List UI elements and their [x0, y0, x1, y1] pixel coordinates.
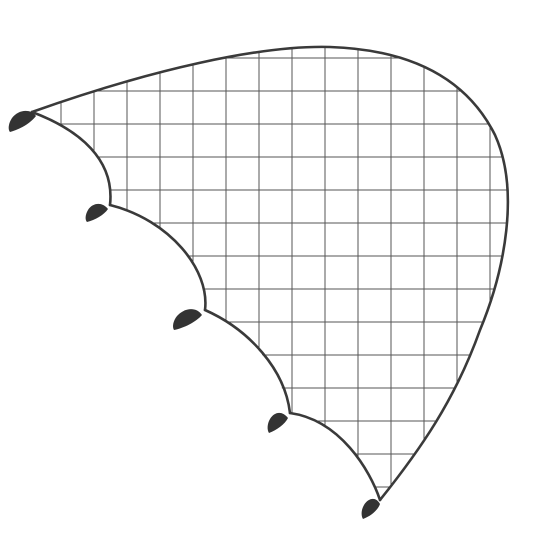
- wing-scallop-2: [108, 203, 207, 312]
- claw-icon: [267, 412, 288, 433]
- claw-icon: [85, 203, 108, 222]
- wing-scallop-3: [203, 308, 292, 415]
- wing-leading-edge: [30, 45, 510, 502]
- claw-icon: [8, 110, 37, 132]
- wing-membrane-grid: [32, 46, 508, 501]
- claw-icon: [361, 498, 380, 519]
- claw-icon: [173, 309, 202, 330]
- wing-scallop-1: [30, 110, 112, 207]
- wing-scallop-4: [288, 411, 382, 502]
